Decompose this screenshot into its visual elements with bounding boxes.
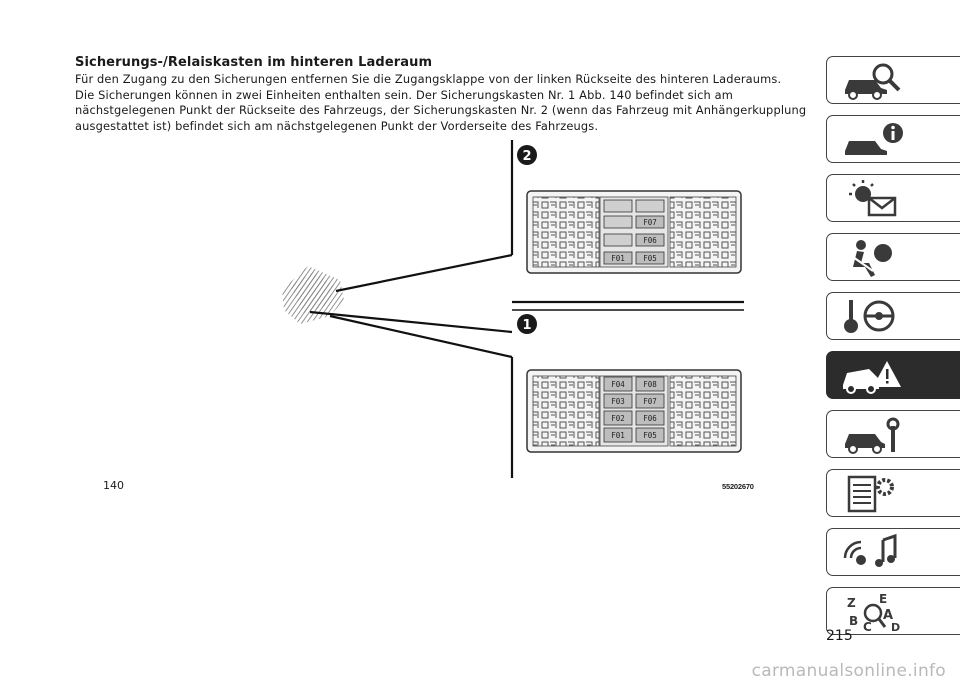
footer: carmanualsonline.info xyxy=(0,661,960,683)
svg-text:Z: Z xyxy=(847,596,856,610)
tab-maintenance[interactable] xyxy=(826,410,960,458)
car-breakdown-warning-icon xyxy=(843,361,901,394)
tab-technical-data[interactable] xyxy=(826,469,960,517)
callout-2-label: 2 xyxy=(522,149,531,164)
key-steering-wheel-icon xyxy=(844,300,895,333)
figure-number: 140 xyxy=(103,479,124,492)
paragraph-access: Für den Zugang zu den Sicherungen entfer… xyxy=(75,72,782,86)
box1-fuse-f02: F02 xyxy=(611,414,625,423)
tab-multimedia[interactable] xyxy=(826,528,960,576)
document-gear-icon xyxy=(847,475,894,513)
figure-code: 55202670 xyxy=(722,482,754,491)
box1-fuse-f08: F08 xyxy=(643,380,657,389)
box1-fuse-f06: F06 xyxy=(643,414,657,423)
car-magnifier-icon xyxy=(845,63,901,100)
section-body: Für den Zugang zu den Sicherungen entfer… xyxy=(75,72,810,134)
car-wrench-icon xyxy=(845,417,900,454)
paragraph-location: Die Sicherungen können in zwei Einheiten… xyxy=(75,87,807,133)
fuse-box-1 xyxy=(526,369,742,453)
tab-index[interactable]: Z E B A C D xyxy=(826,587,960,635)
svg-text:E: E xyxy=(879,592,887,606)
svg-text:C: C xyxy=(863,620,872,633)
vehicle-detail xyxy=(282,266,344,324)
car-info-icon xyxy=(845,123,903,155)
tab-car-magnifier[interactable] xyxy=(826,56,960,104)
callout-1-label: 1 xyxy=(522,318,531,333)
box2-fuse-f01: F01 xyxy=(611,254,625,263)
box2-fuse-f07: F07 xyxy=(643,218,657,227)
fuse-box-2 xyxy=(526,190,742,274)
box1-fuse-f01: F01 xyxy=(611,431,625,440)
antenna-music-icon xyxy=(843,533,897,567)
box1-fuse-f04: F04 xyxy=(611,380,625,389)
svg-text:B: B xyxy=(849,614,858,628)
callout-2-circle xyxy=(517,145,537,165)
warning-light-envelope-icon xyxy=(849,180,897,217)
leader-lines xyxy=(309,140,744,478)
box2-fuse-f05: F05 xyxy=(643,254,657,263)
seat-airbag-icon xyxy=(852,240,892,277)
box1-fuse-f07: F07 xyxy=(643,397,657,406)
box2-fuse-f06: F06 xyxy=(643,236,657,245)
tab-starting-driving[interactable] xyxy=(826,292,960,340)
tab-safety[interactable] xyxy=(826,233,960,281)
svg-text:D: D xyxy=(891,621,900,633)
footer-watermark[interactable]: carmanualsonline.info xyxy=(751,661,946,681)
tab-emergency[interactable] xyxy=(826,351,960,399)
alphabet-index-icon: Z E B A C D xyxy=(847,592,900,633)
tab-warning-lights[interactable] xyxy=(826,174,960,222)
callout-1-circle xyxy=(517,314,537,334)
section-title: Sicherungs-/Relaiskasten im hinteren Lad… xyxy=(75,55,433,70)
box1-fuse-f05: F05 xyxy=(643,431,657,440)
svg-text:A: A xyxy=(883,608,893,623)
box1-fuse-f03: F03 xyxy=(611,397,625,406)
page-number: 215 xyxy=(826,628,853,644)
tab-car-info[interactable] xyxy=(826,115,960,163)
